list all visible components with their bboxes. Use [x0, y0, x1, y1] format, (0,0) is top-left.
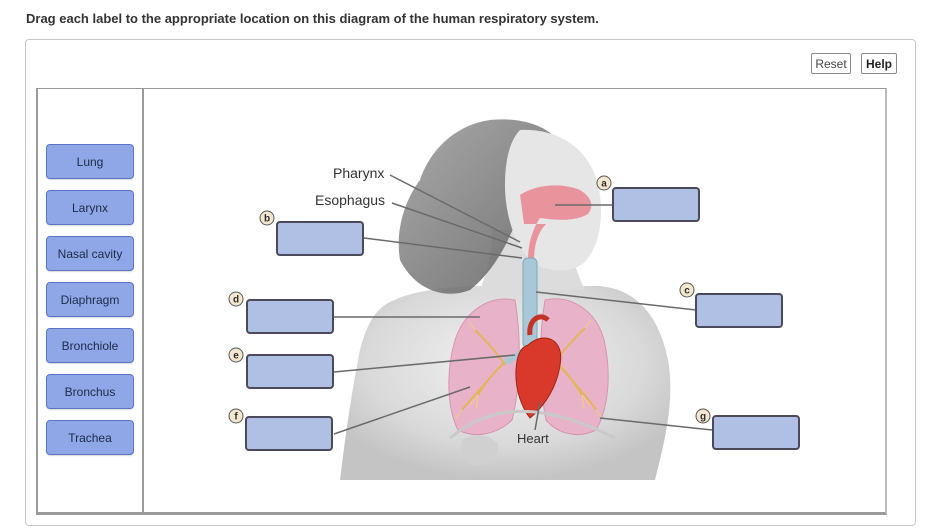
svg-text:d: d	[233, 295, 239, 306]
marker-d: d	[228, 291, 244, 307]
label-esophagus: Esophagus	[315, 192, 385, 208]
instruction-text: Drag each label to the appropriate locat…	[26, 11, 599, 26]
label-heart: Heart	[517, 431, 549, 446]
marker-a: a	[596, 175, 612, 191]
svg-text:a: a	[601, 179, 607, 190]
diaphragm-illustration	[449, 409, 616, 440]
label-chip-larynx[interactable]: Larynx	[46, 190, 134, 225]
aorta-illustration	[527, 314, 550, 336]
marker-b: b	[259, 210, 275, 226]
drop-target-a[interactable]	[612, 187, 700, 222]
leader-lines	[333, 174, 713, 435]
label-chip-bronchus[interactable]: Bronchus	[46, 374, 134, 409]
svg-text:f: f	[234, 412, 238, 423]
help-button[interactable]: Help	[861, 53, 897, 74]
svg-text:b: b	[264, 214, 270, 225]
reset-button[interactable]: Reset	[811, 53, 851, 74]
heart-illustration	[515, 337, 562, 419]
marker-e: e	[228, 347, 244, 363]
marker-g: g	[695, 408, 711, 424]
lungs-illustration	[448, 298, 609, 435]
marker-c: c	[679, 282, 695, 298]
drop-target-g[interactable]	[712, 415, 800, 450]
label-chip-nasal-cavity[interactable]: Nasal cavity	[46, 236, 134, 271]
marker-f: f	[228, 408, 244, 424]
label-chip-trachea[interactable]: Trachea	[46, 420, 134, 455]
drop-target-f[interactable]	[245, 416, 333, 451]
label-chip-lung[interactable]: Lung	[46, 144, 134, 179]
drop-target-b[interactable]	[276, 221, 364, 256]
svg-text:e: e	[233, 351, 239, 362]
label-pharynx: Pharynx	[333, 165, 384, 181]
svg-text:g: g	[700, 412, 706, 423]
drop-target-c[interactable]	[695, 293, 783, 328]
drop-target-e[interactable]	[246, 354, 334, 389]
label-chip-diaphragm[interactable]: Diaphragm	[46, 282, 134, 317]
label-chip-bronchiole[interactable]: Bronchiole	[46, 328, 134, 363]
svg-text:c: c	[684, 286, 690, 297]
drop-target-d[interactable]	[246, 299, 334, 334]
label-bank	[36, 88, 144, 515]
